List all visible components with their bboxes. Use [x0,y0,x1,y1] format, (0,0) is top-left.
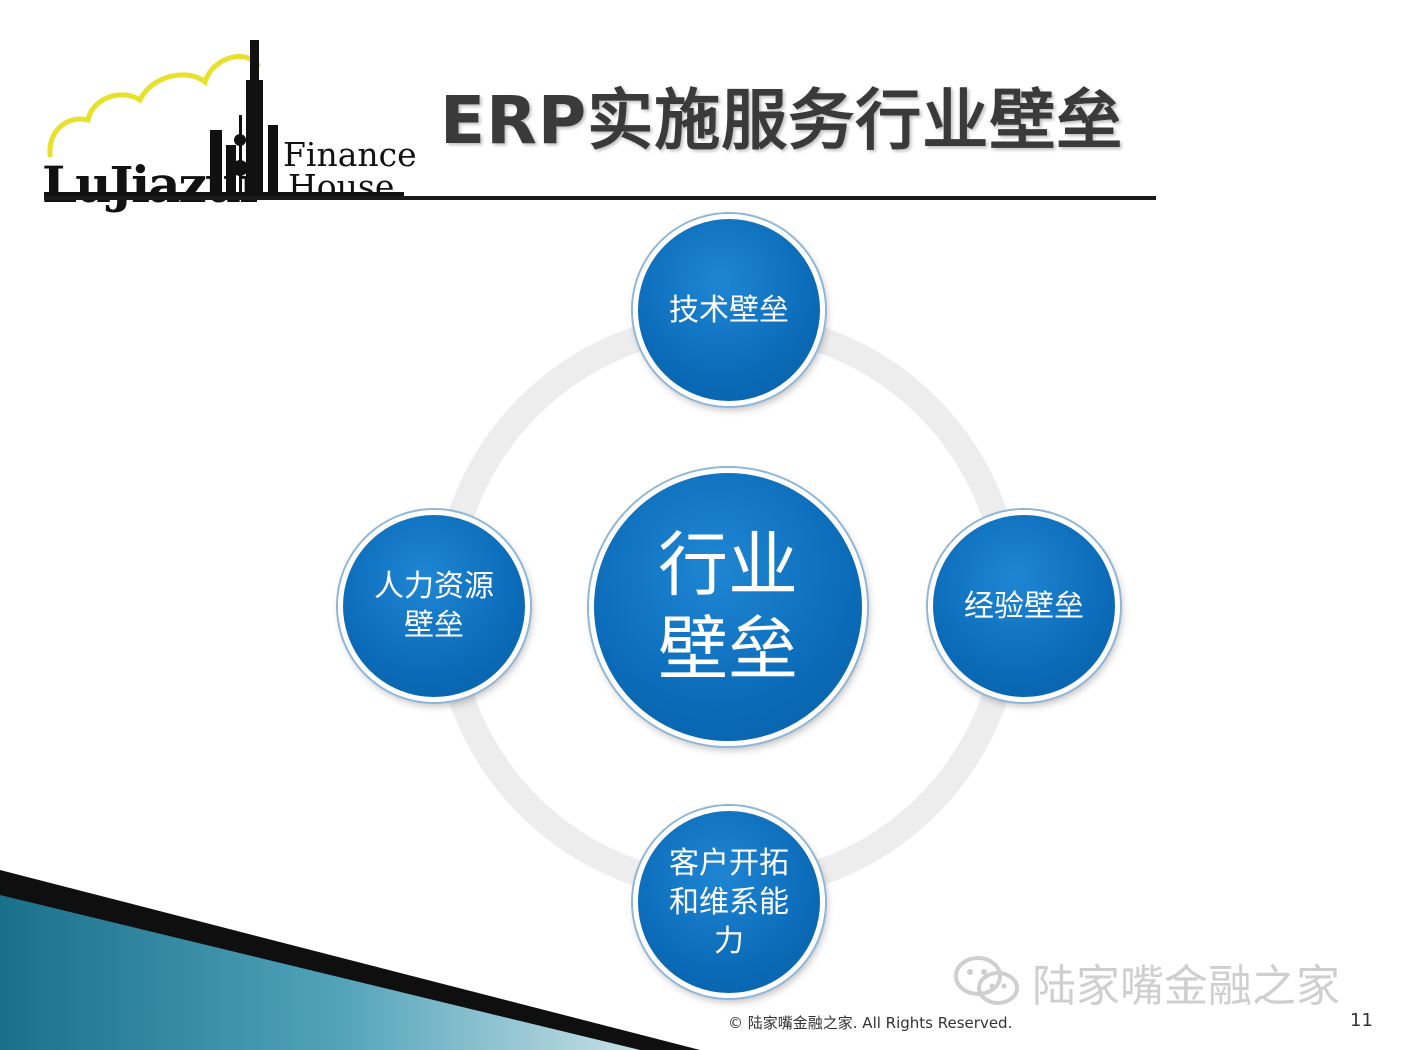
title-underline [44,196,1156,200]
slide-title: ERP实施服务行业壁垒 [440,82,1124,159]
node-experience-label: 经验壁垒 [964,588,1084,624]
logo-wordmark: LuJiazui [42,155,258,214]
logo-skyline-graphic [44,40,404,196]
node-technology-label: 技术壁垒 [669,292,789,328]
node-center-label: 行业 壁垒 [658,524,798,690]
node-hr-barrier: 人力资源 壁垒 [338,510,530,702]
node-industry-barrier-center: 行业 壁垒 [589,468,867,746]
node-hr-label: 人力资源 壁垒 [374,569,494,643]
node-experience-barrier: 经验壁垒 [928,510,1120,702]
copyright-notice: © 陆家嘴金融之家. All Rights Reserved. [728,1014,1013,1032]
logo-finance-text: Finance [283,135,417,174]
node-client-ability: 客户开拓 和维系能 力 [633,806,825,998]
wechat-icon [954,956,1019,1005]
watermark-text: 陆家嘴金融之家 [1032,961,1340,1012]
node-technology-barrier: 技术壁垒 [633,214,825,406]
node-client-label: 客户开拓 和维系能 力 [669,845,789,959]
watermark: 陆家嘴金融之家 [952,950,1340,1014]
company-logo: LuJiazui Finance House [40,20,440,210]
page-number: 11 [1350,1010,1373,1031]
